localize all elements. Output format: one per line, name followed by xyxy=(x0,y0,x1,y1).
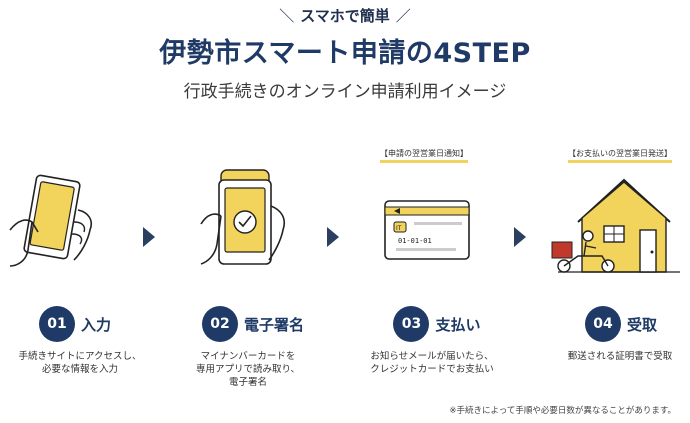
step4-note-highlight xyxy=(568,160,672,163)
step-1-description: 手続きサイトにアクセスし、 必要な情報を入力 xyxy=(18,351,142,375)
step-2-number: 02 xyxy=(201,306,238,342)
page-title: 伊勢市スマート申請の4STEP xyxy=(159,38,531,69)
step-3: 03 支払い xyxy=(362,306,512,342)
tag-text: スマホで簡単 xyxy=(300,7,390,25)
step-2-description: マイナンバーカードを 専用アプリで読み取り、 電子署名 xyxy=(195,351,301,388)
tag-right-slash: ／ xyxy=(395,7,411,25)
step-arrow-3 xyxy=(514,227,526,247)
step3-note-highlight xyxy=(380,160,468,163)
card-number-text: 01-01-01 xyxy=(398,237,432,245)
step-4-name: 受取 xyxy=(626,315,657,334)
step-2-name: 電子署名 xyxy=(243,315,304,334)
header-tag: ＼ スマホで簡単 ／ xyxy=(0,5,690,26)
step-3-name: 支払い xyxy=(435,315,481,334)
svg-text:IT: IT xyxy=(396,225,402,232)
step4-note: 【お支払いの翌営業日発送】 xyxy=(568,148,672,163)
step-1-name: 入力 xyxy=(80,315,111,334)
step-4-number: 04 xyxy=(584,306,621,342)
phone-signature-illustration xyxy=(200,169,286,265)
footnote: ※手続きによって手順や必要日数が異なることがあります。 xyxy=(449,406,676,416)
step-arrow-1 xyxy=(143,227,155,247)
credit-card-illustration: IT 01-01-01 xyxy=(384,200,470,260)
step-arrow-2 xyxy=(327,227,339,247)
step-2: 02 電子署名 xyxy=(178,306,328,342)
phone-hand-illustration xyxy=(9,174,93,267)
step-1: 01 入力 xyxy=(0,306,150,342)
step-3-description: お知らせメールが届いたら、 クレジットカードでお支払い xyxy=(370,351,494,375)
house-delivery-illustration xyxy=(551,178,680,273)
step-4: 04 受取 xyxy=(546,306,690,342)
step3-note: 【申請の翌営業日通知】 xyxy=(380,148,468,163)
step3-note-text: 【申請の翌営業日通知】 xyxy=(380,149,468,158)
page-subtitle: 行政手続きのオンライン申請利用イメージ xyxy=(183,82,507,102)
step4-note-text: 【お支払いの翌営業日発送】 xyxy=(568,149,672,158)
tag-left-slash: ＼ xyxy=(279,7,295,25)
step-3-number: 03 xyxy=(393,306,430,342)
step-1-number: 01 xyxy=(38,306,75,342)
step-4-description: 郵送される証明書で受取 xyxy=(567,351,673,362)
